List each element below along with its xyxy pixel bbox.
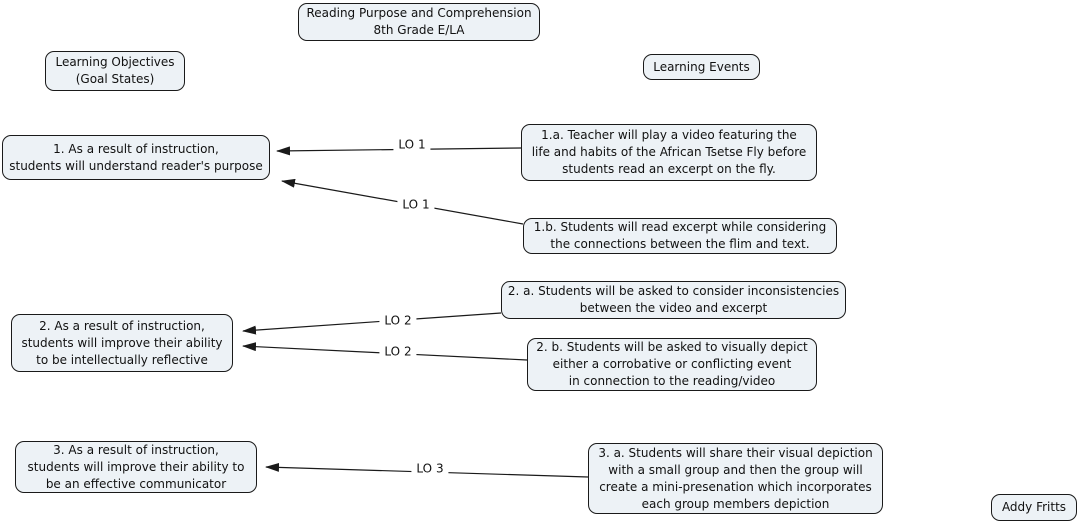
node-author[interactable]: Addy Fritts [991, 494, 1077, 521]
arrow-event2a-to-objective2[interactable] [242, 312, 502, 335]
node-event-2b[interactable]: 2. b. Students will be asked to visually… [527, 338, 817, 391]
node-objective-1[interactable]: 1. As a result of instruction, students … [2, 135, 270, 180]
node-learning-events-header[interactable]: Learning Events [643, 54, 760, 80]
node-event-3a[interactable]: 3. a. Students will share their visual d… [588, 443, 883, 514]
arrow-label-lo1-b[interactable]: LO 1 [397, 197, 435, 213]
arrow-label-lo2-a[interactable]: LO 2 [379, 313, 417, 329]
node-objective-3[interactable]: 3. As a result of instruction, students … [15, 441, 257, 493]
arrow-label-lo2-b[interactable]: LO 2 [379, 344, 417, 360]
node-event-1a[interactable]: 1.a. Teacher will play a video featuring… [521, 124, 817, 181]
arrow-label-lo3-a[interactable]: LO 3 [411, 461, 449, 477]
node-diagram-title[interactable]: Reading Purpose and Comprehension 8th Gr… [298, 3, 540, 41]
node-learning-objectives-header[interactable]: Learning Objectives (Goal States) [45, 51, 185, 91]
arrow-label-lo1-a[interactable]: LO 1 [393, 137, 431, 153]
node-event-1b[interactable]: 1.b. Students will read excerpt while co… [523, 218, 837, 254]
node-event-2a[interactable]: 2. a. Students will be asked to consider… [501, 281, 846, 319]
node-objective-2[interactable]: 2. As a result of instruction, students … [11, 314, 233, 372]
